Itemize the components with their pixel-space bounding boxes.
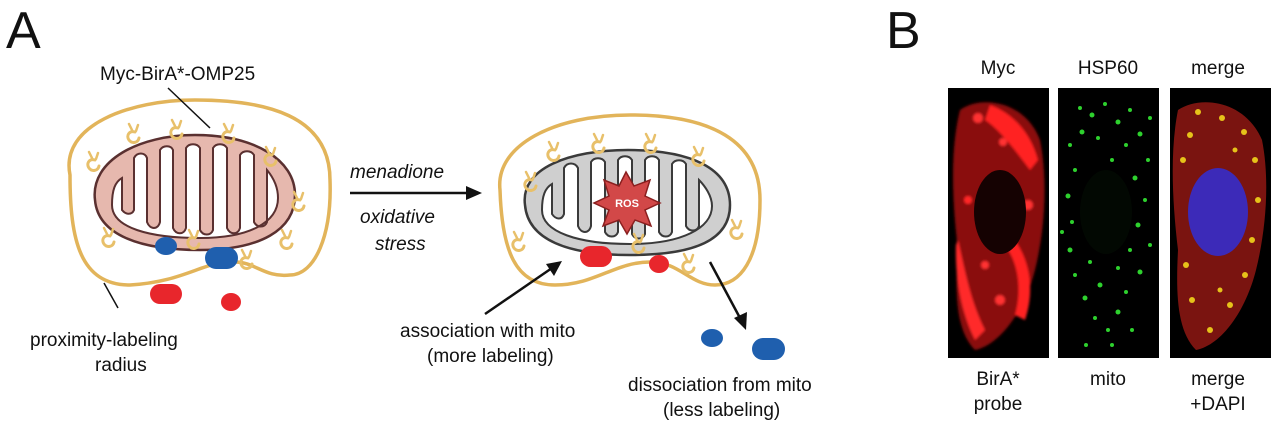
red-protein-large — [150, 284, 182, 304]
blue-protein-large — [205, 247, 238, 269]
caption-hsp60-line1: mito — [1090, 369, 1126, 390]
panel-b-letter: B — [886, 2, 921, 60]
association-label-line2: (more labeling) — [427, 346, 554, 367]
micrograph-myc — [948, 88, 1049, 358]
proximity-halo-right — [498, 113, 762, 287]
blue-protein-dissociated-small — [701, 329, 723, 347]
blue-protein-dissociated-large — [752, 338, 785, 360]
caption-merge-line2: +DAPI — [1190, 394, 1245, 415]
treatment-arrowhead — [466, 186, 482, 200]
red-protein-associated-small — [649, 255, 669, 273]
probe-label: Myc-BirA*-OMP25 — [100, 64, 255, 85]
radius-leader-line — [103, 282, 119, 309]
caption-merge-line1: merge — [1191, 369, 1245, 390]
column-header-myc: Myc — [981, 58, 1016, 79]
dapi-nucleus — [1188, 168, 1248, 256]
probe-leader-line — [167, 87, 211, 129]
radius-label-line1: proximity-labeling — [30, 330, 178, 351]
caption-myc-line1: BirA* — [976, 369, 1020, 390]
proximity-halo-left — [67, 98, 332, 287]
dissociation-arrow-shaft — [708, 261, 742, 319]
mito-cristae-left — [110, 143, 280, 240]
stress-label-line1: oxidative — [360, 207, 435, 228]
column-header-hsp60: HSP60 — [1078, 58, 1138, 79]
caption-myc-line2: probe — [974, 394, 1023, 415]
micrograph-merge — [1170, 88, 1271, 358]
dissociation-label-line1: dissociation from mito — [628, 375, 812, 396]
red-protein-small — [221, 293, 241, 311]
healthy-mitochondrion-diagram — [67, 98, 332, 311]
treatment-label: menadione — [350, 162, 444, 183]
red-protein-associated-large — [580, 246, 612, 267]
stress-label-line2: stress — [375, 234, 426, 255]
association-label-line1: association with mito — [400, 321, 575, 342]
blue-protein-small — [155, 237, 177, 255]
stressed-mitochondrion-diagram: ROS — [498, 113, 762, 287]
association-arrow-shaft — [484, 266, 553, 316]
panel-a-letter: A — [6, 2, 41, 60]
dissociation-label-line2: (less labeling) — [663, 400, 780, 421]
dissociation-arrowhead — [734, 312, 747, 330]
micrograph-hsp60 — [1058, 88, 1159, 358]
association-arrowhead — [546, 261, 562, 276]
ros-label: ROS — [615, 198, 639, 210]
column-header-merge: merge — [1191, 58, 1245, 79]
radius-label-line2: radius — [95, 355, 147, 376]
ros-starburst — [592, 170, 662, 236]
